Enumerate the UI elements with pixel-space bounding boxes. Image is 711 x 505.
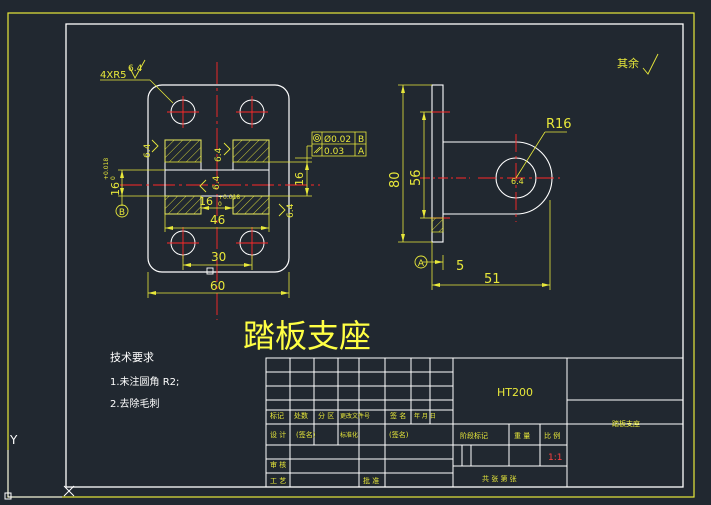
tb-process: 工 艺 <box>270 477 286 485</box>
inner-frame <box>65 23 684 488</box>
hatch-1 <box>164 139 202 163</box>
cursor-marker <box>206 267 214 275</box>
title-block <box>265 357 684 488</box>
hatch-3 <box>164 195 202 215</box>
ucs-icon <box>4 450 75 500</box>
tb-standardize: 标准化 <box>340 431 358 439</box>
tb-sign1: (签名) <box>296 430 316 439</box>
right-hatch <box>431 217 444 233</box>
roughness-b: 6.4 <box>143 143 153 158</box>
tb-label-date: 年 月 日 <box>414 412 436 420</box>
dim-60: 60 <box>210 279 225 293</box>
tol-left-lower: 0 <box>110 176 117 180</box>
tb-label-sign: 签 名 <box>390 411 406 420</box>
gdt-row1-datum: B <box>358 135 364 145</box>
tb-label-file: 更改文件号 <box>340 412 370 420</box>
dim-80: 80 <box>388 171 403 188</box>
tb-review: 审 核 <box>270 460 286 469</box>
finish-note: 其余 <box>617 56 639 70</box>
tb-weight: 重 量 <box>514 432 530 440</box>
tol-center-upper: +0.018 <box>218 194 240 201</box>
plate-outline <box>147 84 290 273</box>
tb-material: HT200 <box>497 386 533 399</box>
dim-16-center: 16 <box>199 195 213 208</box>
hatch-4 <box>232 195 270 215</box>
outer-frame <box>7 12 695 498</box>
datum-b-marker <box>115 204 129 218</box>
tb-sheet: 共 张 第 张 <box>482 474 517 483</box>
tb-design: 设 计 <box>270 430 286 439</box>
dim-46: 46 <box>210 213 225 227</box>
dim-30: 30 <box>211 250 226 264</box>
roughness-a: 6.4 <box>128 64 143 74</box>
tol-left-upper: +0.018 <box>103 158 110 180</box>
tb-approve: 批 准 <box>363 476 379 485</box>
dim-16-left: 16 <box>109 182 122 196</box>
left-view: B Ø0.02 B 0.03 A 4XR5 6.4 6.4 6.4 6.4 6.… <box>100 53 659 320</box>
dim-51: 51 <box>484 272 501 287</box>
hole-note: 4XR5 <box>100 70 127 81</box>
tb-label-count: 处数 <box>294 411 308 420</box>
tb-part-name: 踏板支座 <box>612 419 640 428</box>
hatch-2 <box>232 139 270 163</box>
datum-a-marker <box>414 255 428 269</box>
drawing-title: 踏板支座 <box>243 317 371 355</box>
tb-label-zone: 分 区 <box>318 411 334 420</box>
datum-b-label: B <box>119 208 125 218</box>
roughness-d: 6.4 <box>214 147 224 162</box>
dim-5: 5 <box>456 259 464 274</box>
tol-center-lower: 0 <box>218 201 222 208</box>
gdt-row2-value: 0.03 <box>324 147 344 157</box>
tech-req-heading: 技术要求 <box>110 351 154 364</box>
tech-req-item2: 2.去除毛刺 <box>110 397 160 410</box>
dim-56: 56 <box>409 169 424 186</box>
tb-sign2: (签名) <box>389 430 409 439</box>
roughness-e: 6.4 <box>286 203 296 218</box>
ucs-y-label: Y <box>9 433 18 447</box>
tb-ratio: 比 例 <box>544 431 560 440</box>
datum-a-label: A <box>418 259 425 269</box>
radius-label: R16 <box>546 117 572 132</box>
roughness-c: 6.4 <box>212 175 222 190</box>
tb-stage: 阶段标记 <box>460 431 488 440</box>
tech-req-item1: 1.未注圆角 R2; <box>110 375 179 388</box>
dim-16-right: 16 <box>293 172 306 186</box>
right-view: A R16 80 56 5 51 6.4 <box>388 84 572 290</box>
tb-scale: 1:1 <box>548 453 562 463</box>
roughness-mark: 6.4 <box>511 177 524 186</box>
tb-label-mark: 标记 <box>270 411 284 420</box>
gdt-row2-datum: A <box>358 147 365 157</box>
gdt-row1-value: Ø0.02 <box>324 134 351 145</box>
